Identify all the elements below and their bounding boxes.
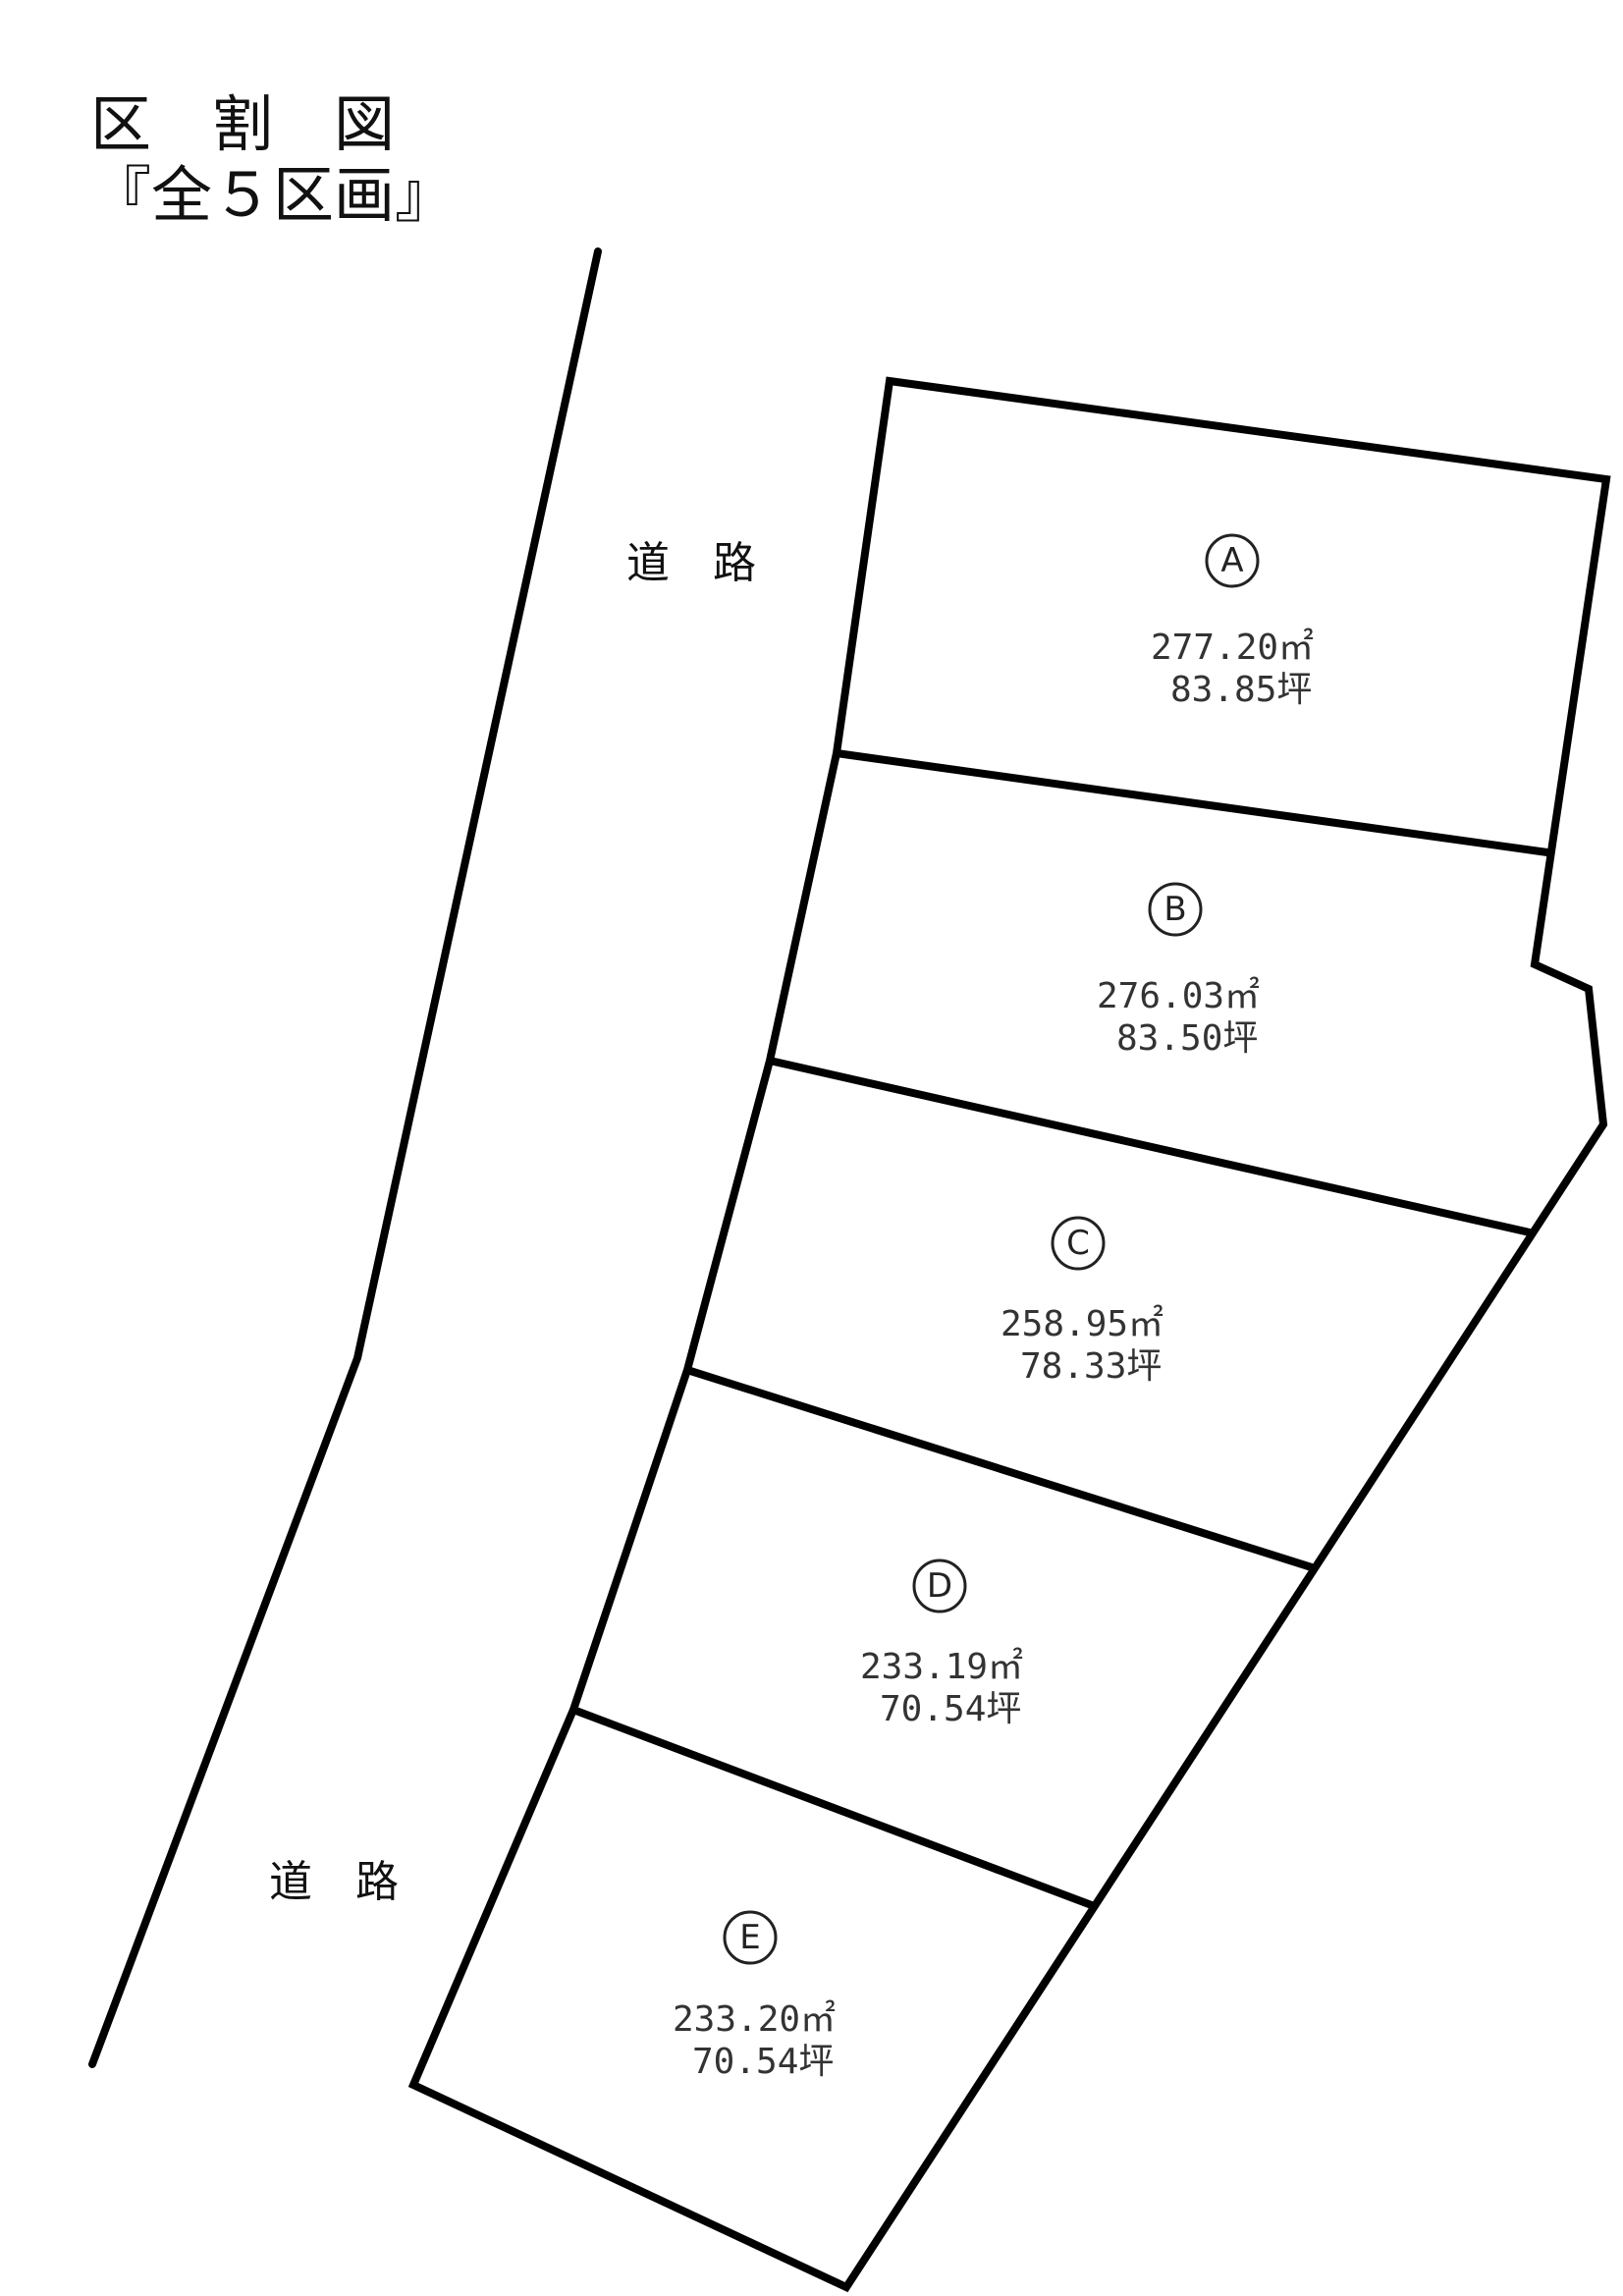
lot-e-area-m2: 233.20㎡ <box>673 1998 836 2040</box>
lot-b-letter: B <box>1163 890 1186 929</box>
divider-c-d <box>685 1366 1317 1572</box>
divider-a-b <box>836 749 1548 856</box>
page-title: 区 割 図 <box>90 88 395 160</box>
divider-b-c <box>769 1057 1531 1236</box>
lot-a-letter: A <box>1220 541 1243 580</box>
lot-d-marker <box>912 1558 967 1613</box>
lot-b-marker <box>1148 882 1203 937</box>
road-edge-line <box>88 247 602 2068</box>
lot-e: E 233.20㎡ 70.54坪 <box>673 1910 836 2082</box>
lot-b: B 276.03㎡ 83.50坪 <box>1097 882 1260 1059</box>
lot-e-marker <box>723 1910 778 1965</box>
lot-c: C 258.95㎡ 78.33坪 <box>1001 1216 1163 1387</box>
lot-b-area-tsubo: 83.50坪 <box>1116 1018 1258 1059</box>
lot-e-area-tsubo: 70.54坪 <box>692 2042 834 2082</box>
lot-d-area-tsubo: 70.54坪 <box>880 1689 1021 1729</box>
lot-d: D 233.19㎡ 70.54坪 <box>860 1558 1023 1729</box>
lot-c-area-m2: 258.95㎡ <box>1001 1303 1163 1344</box>
lot-d-letter: D <box>927 1566 952 1606</box>
road-label-upper: 道 路 <box>626 538 756 588</box>
lot-a-area-m2: 277.20㎡ <box>1151 627 1314 668</box>
lot-d-area-m2: 233.19㎡ <box>860 1646 1023 1687</box>
lot-c-area-tsubo: 78.33坪 <box>1020 1346 1162 1387</box>
lot-c-marker <box>1051 1216 1106 1271</box>
page-subtitle: 『全５区画』 <box>90 159 456 231</box>
lot-a-marker <box>1205 533 1260 588</box>
lot-a: A 277.20㎡ 83.85坪 <box>1151 533 1314 710</box>
lot-b-area-m2: 276.03㎡ <box>1097 975 1260 1016</box>
divider-d-e <box>571 1706 1099 1911</box>
lot-a-area-tsubo: 83.85坪 <box>1170 670 1312 710</box>
lot-c-letter: C <box>1066 1224 1090 1263</box>
road-label-lower: 道 路 <box>269 1857 399 1907</box>
lot-e-letter: E <box>739 1918 760 1957</box>
